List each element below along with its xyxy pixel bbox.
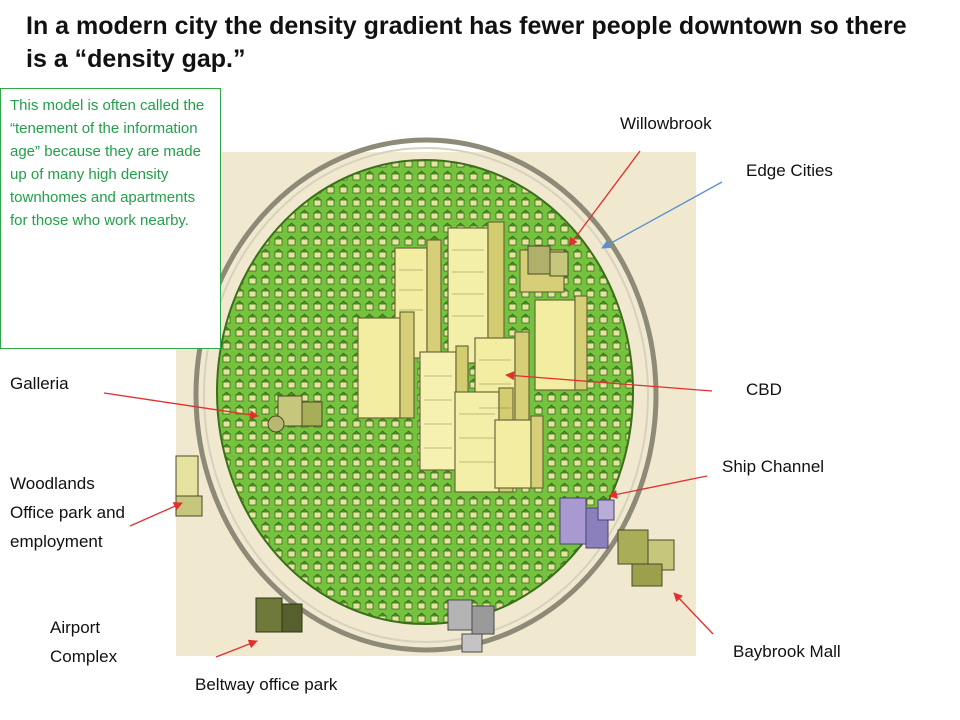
- galleria-arrow: [103, 392, 259, 420]
- label-woodlands: Woodlands Office park and employment: [10, 474, 125, 551]
- label-edge-cities: Edge Cities: [746, 161, 833, 180]
- ship-channel-buildings: [559, 497, 615, 549]
- airport-arrow: [215, 639, 258, 658]
- beltway-office-buildings: [255, 597, 303, 633]
- beltway-ring-inner: [203, 147, 649, 643]
- label-airport: Airport Complex: [50, 618, 118, 666]
- label-willowbrook: Willowbrook: [620, 114, 712, 133]
- label-beltway: Beltway office park: [195, 675, 338, 694]
- willowbrook-arrow: [568, 150, 641, 247]
- cbd-arrow: [505, 371, 713, 392]
- callout-note: This model is often called the “tenement…: [0, 88, 221, 349]
- baybrook-buildings: [617, 529, 675, 587]
- woodlands-arrow: [129, 502, 183, 527]
- ship-channel-arrow: [608, 475, 708, 499]
- airport-buildings: [447, 599, 495, 653]
- label-baybrook: Baybrook Mall: [733, 642, 841, 661]
- baybrook-arrow: [673, 592, 714, 635]
- page-title: In a modern city the density gradient ha…: [26, 12, 907, 73]
- cbd-window-lines: [399, 249, 511, 463]
- edge-cities-arrow: [601, 181, 723, 249]
- woodlands-buildings: [175, 455, 203, 517]
- willowbrook-buildings: [527, 245, 569, 277]
- label-ship-channel: Ship Channel: [722, 457, 825, 476]
- beltway-ring: [193, 137, 659, 653]
- label-galleria: Galleria: [10, 374, 69, 393]
- label-cbd: CBD: [746, 380, 782, 399]
- galleria-buildings: [267, 395, 323, 433]
